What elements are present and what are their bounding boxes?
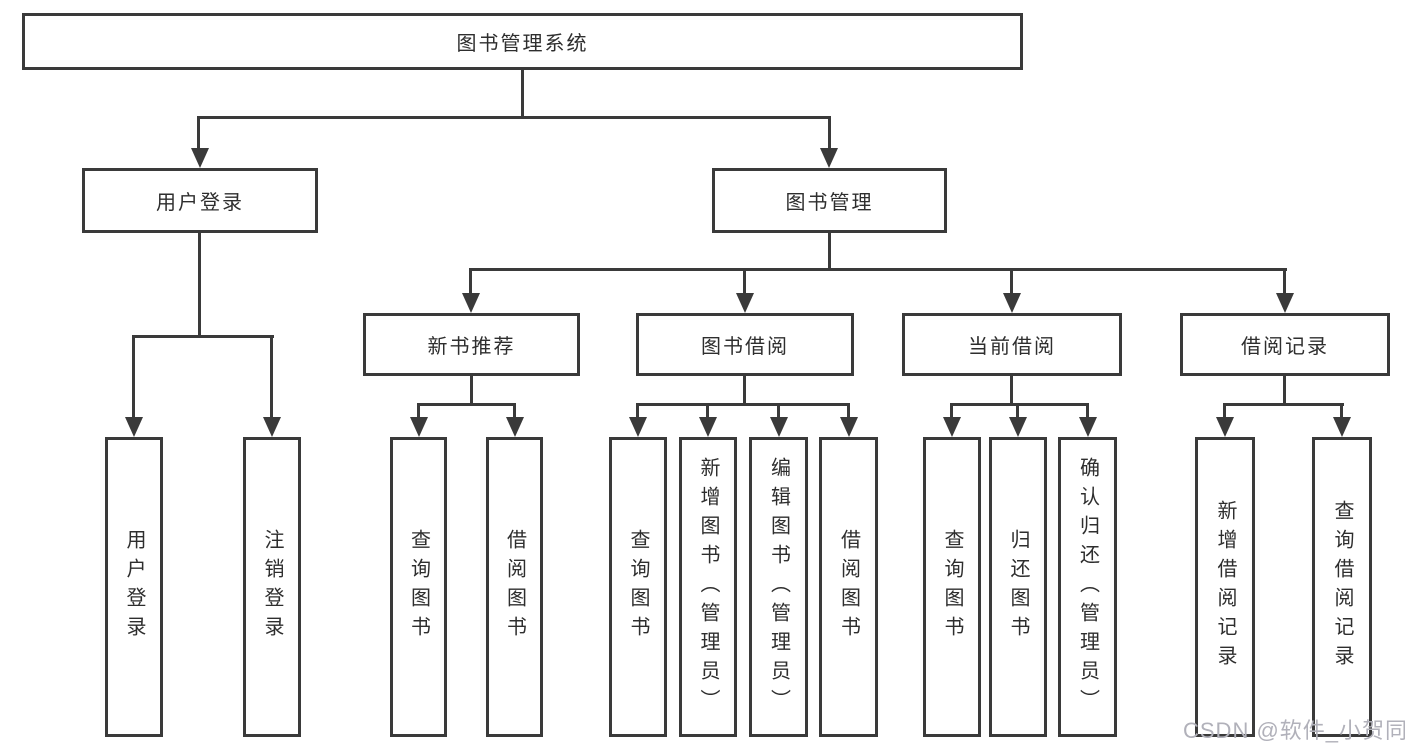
node-label: 查询图书 (941, 529, 963, 645)
node-label: 查询图书 (407, 529, 430, 645)
node-label: 注销登录 (261, 529, 283, 645)
arrowhead-icon (820, 148, 838, 168)
csdn-watermark: CSDN @软件_小贺同学 (1183, 718, 1405, 743)
connector-line (513, 403, 516, 421)
connector-line (198, 116, 831, 119)
arrowhead-icon (1276, 293, 1294, 313)
connector-line (417, 403, 516, 406)
node-label: 借阅图书 (503, 529, 526, 645)
node-user-login: 用户登录 (82, 168, 318, 233)
connector-line (1223, 403, 1226, 421)
leaf-borrowing-query-book: 查询图书 (609, 437, 667, 737)
arrowhead-icon (943, 417, 961, 437)
node-label: 编辑图书（管理员） (767, 456, 790, 718)
connector-line (469, 268, 472, 297)
arrowhead-icon (1216, 417, 1234, 437)
connector-line (1016, 403, 1019, 421)
node-label: 借阅记录 (1241, 336, 1329, 358)
node-label: 用户登录 (156, 192, 244, 214)
node-label: 图书借阅 (701, 336, 789, 358)
connector-line (132, 335, 274, 338)
connector-line (521, 68, 524, 118)
connector-line (636, 403, 850, 406)
leaf-user-login: 用户登录 (105, 437, 163, 737)
connector-line (743, 376, 746, 406)
node-label: 归还图书 (1007, 529, 1029, 645)
arrowhead-icon (263, 417, 281, 437)
connector-line (636, 403, 639, 421)
leaf-records-add-borrow-record: 新增借阅记录 (1195, 437, 1255, 737)
leaf-borrowing-borrow-book: 借阅图书 (819, 437, 878, 737)
node-label: 当前借阅 (968, 336, 1056, 358)
connector-line (470, 376, 473, 406)
node-label: 查询借阅记录 (1331, 500, 1353, 674)
leaf-current-confirm-return-admin: 确认归还（管理员） (1058, 437, 1117, 737)
node-library-management-system: 图书管理系统 (22, 13, 1023, 70)
node-new-book-recommend: 新书推荐 (363, 313, 580, 376)
connector-line (469, 268, 1287, 271)
leaf-recommend-query-book: 查询图书 (390, 437, 447, 737)
arrowhead-icon (410, 417, 428, 437)
connector-line (270, 335, 273, 419)
connector-line (132, 335, 135, 419)
node-label: 新书推荐 (427, 336, 516, 358)
connector-line (197, 116, 200, 152)
connector-line (198, 233, 201, 337)
node-label: 查询图书 (627, 529, 649, 645)
leaf-current-return-book: 归还图书 (989, 437, 1047, 737)
node-book-borrowing: 图书借阅 (636, 313, 854, 376)
arrowhead-icon (629, 417, 647, 437)
connector-line (950, 403, 953, 421)
node-label: 用户登录 (123, 529, 145, 645)
node-label: 图书管理系统 (456, 33, 589, 55)
arrowhead-icon (462, 293, 480, 313)
arrowhead-icon (770, 417, 788, 437)
leaf-borrowing-edit-book-admin: 编辑图书（管理员） (749, 437, 808, 737)
connector-line (847, 403, 850, 421)
node-label: 图书管理 (785, 192, 874, 214)
connector-line (1010, 376, 1013, 406)
arrowhead-icon (1009, 417, 1027, 437)
connector-line (777, 403, 780, 421)
connector-line (950, 403, 1089, 406)
node-book-management: 图书管理 (712, 168, 947, 233)
connector-line (417, 403, 420, 421)
connector-line (828, 116, 831, 152)
node-borrowing-records: 借阅记录 (1180, 313, 1390, 376)
leaf-recommend-borrow-book: 借阅图书 (486, 437, 543, 737)
leaf-records-query-borrow-record: 查询借阅记录 (1312, 437, 1372, 737)
node-label: 确认归还（管理员） (1076, 456, 1099, 718)
arrowhead-icon (125, 417, 143, 437)
node-label: 借阅图书 (837, 529, 860, 645)
node-label: 新增借阅记录 (1214, 500, 1236, 674)
node-label: 新增图书（管理员） (697, 456, 719, 718)
connector-line (1223, 403, 1344, 406)
connector-line (1283, 268, 1286, 297)
connector-line (706, 403, 709, 421)
connector-line (1340, 403, 1343, 421)
arrowhead-icon (191, 148, 209, 168)
connector-line (1010, 268, 1013, 297)
connector-line (1086, 403, 1089, 421)
arrowhead-icon (840, 417, 858, 437)
leaf-logout: 注销登录 (243, 437, 301, 737)
arrowhead-icon (736, 293, 754, 313)
connector-line (828, 233, 831, 271)
arrowhead-icon (699, 417, 717, 437)
leaf-current-query-book: 查询图书 (923, 437, 981, 737)
arrowhead-icon (506, 417, 524, 437)
arrowhead-icon (1003, 293, 1021, 313)
leaf-borrowing-add-book-admin: 新增图书（管理员） (679, 437, 737, 737)
arrowhead-icon (1333, 417, 1351, 437)
connector-line (743, 268, 746, 297)
node-current-borrowing: 当前借阅 (902, 313, 1122, 376)
arrowhead-icon (1079, 417, 1097, 437)
connector-line (1283, 376, 1286, 406)
